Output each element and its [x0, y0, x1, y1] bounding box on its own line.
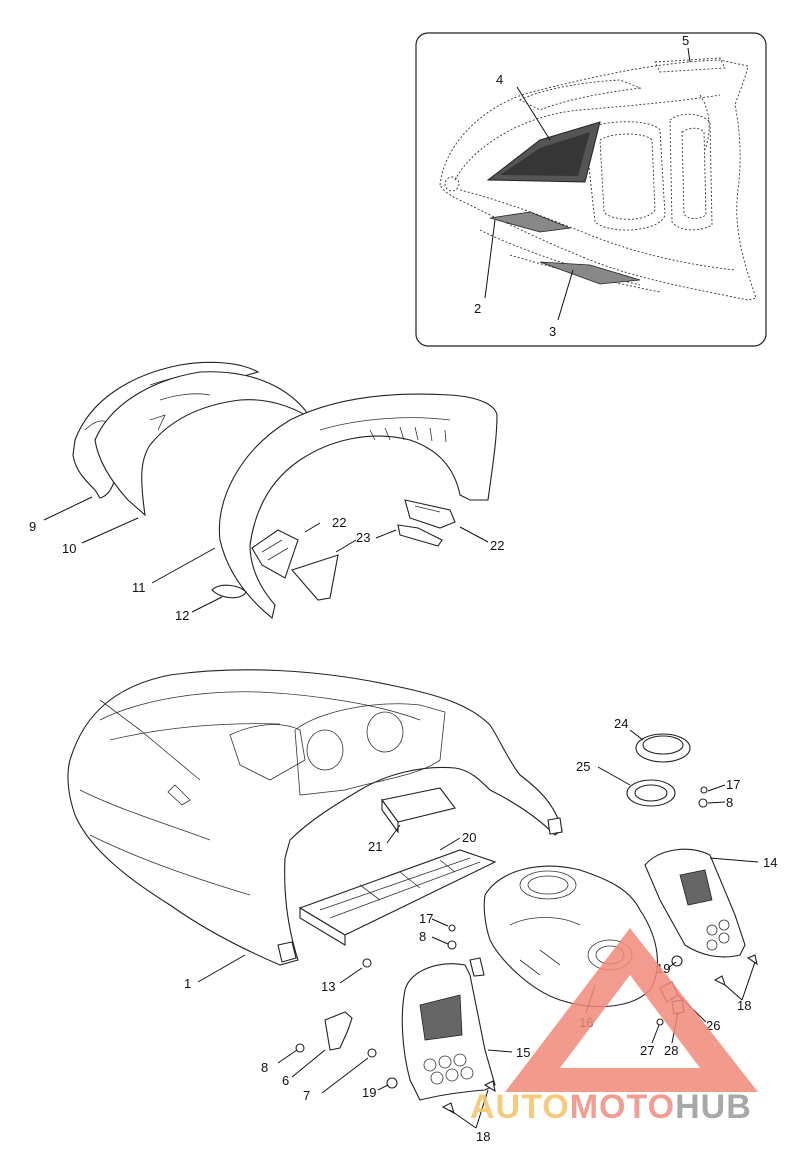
watermark-text: AUTOMOTOHUB — [470, 1088, 752, 1126]
gasket-25 — [626, 779, 676, 807]
washer-8-upper — [698, 798, 708, 808]
watermark-hub: HUB — [675, 1088, 752, 1126]
bracket-6 — [324, 1011, 353, 1051]
callout-7: 7 — [303, 1088, 310, 1103]
callout-14: 14 — [763, 855, 777, 870]
inset-frame — [415, 32, 767, 347]
callout-12: 12 — [175, 608, 189, 623]
callout-10: 10 — [62, 541, 76, 556]
side-panel-14 — [644, 848, 746, 958]
side-panel-15 — [401, 963, 496, 1101]
callout-20: 20 — [462, 830, 476, 845]
callout-6: 6 — [282, 1073, 289, 1088]
inset-hull-detail — [439, 57, 757, 301]
washer-8-bottom — [295, 1043, 305, 1053]
washer-8-mid — [447, 940, 457, 950]
fastener-13 — [362, 958, 372, 968]
callout-26: 26 — [706, 1018, 720, 1033]
part-12 — [211, 584, 247, 599]
watermark-triangle-icon — [505, 928, 758, 1092]
tray-20 — [298, 849, 497, 946]
decal-mesh-large — [486, 121, 601, 183]
callout-23: 23 — [356, 530, 370, 545]
callout-2: 2 — [474, 301, 481, 316]
clip-18-a — [713, 975, 726, 987]
callout-1: 1 — [184, 976, 191, 991]
part-21-side — [381, 798, 399, 834]
watermark-moto: MOTO — [570, 1088, 675, 1126]
callout-8-upper: 8 — [726, 795, 733, 810]
callout-27: 27 — [640, 1043, 654, 1058]
watermark-logo: AUTOMOTOHUB — [470, 928, 758, 1126]
clip-18-d — [483, 1080, 496, 1093]
leader-lines — [43, 47, 759, 1129]
decal-mesh-right — [539, 261, 641, 285]
callout-3: 3 — [549, 324, 556, 339]
clip-18-b — [746, 954, 758, 966]
washer-19-left — [386, 1077, 398, 1089]
bracket-22-right — [404, 499, 456, 529]
nut-27 — [656, 1018, 664, 1026]
callout-17-mid: 17 — [419, 911, 433, 926]
callout-22-right: 22 — [490, 538, 504, 553]
callout-25: 25 — [576, 759, 590, 774]
bracket-22-left — [251, 529, 299, 579]
screw-17-upper — [700, 786, 708, 794]
callout-15: 15 — [516, 1045, 530, 1060]
callout-21: 21 — [368, 839, 382, 854]
callout-18-right: 18 — [737, 998, 751, 1013]
callout-5: 5 — [682, 33, 689, 48]
cover-23-left — [291, 554, 339, 601]
panel-10 — [94, 371, 311, 517]
callout-4: 4 — [496, 72, 503, 87]
callout-24: 24 — [614, 716, 628, 731]
callout-8-mid: 8 — [419, 929, 426, 944]
watermark-auto: AUTO — [470, 1088, 570, 1126]
callout-11: 11 — [132, 580, 146, 595]
screw-17-mid — [448, 924, 456, 932]
callout-13: 13 — [321, 979, 335, 994]
callout-28: 28 — [664, 1043, 678, 1058]
callout-8-bottom: 8 — [261, 1060, 268, 1075]
callout-19-left: 19 — [362, 1085, 376, 1100]
ring-24 — [635, 733, 691, 763]
callout-18-bottom: 18 — [476, 1129, 490, 1144]
callout-22-left: 22 — [332, 515, 346, 530]
decal-mesh-left — [489, 211, 572, 233]
washer-7 — [367, 1048, 377, 1058]
callout-9: 9 — [29, 519, 36, 534]
hull-1 — [67, 669, 563, 966]
panel-11 — [218, 393, 498, 619]
clip-23-right — [397, 524, 443, 547]
callout-17-upper: 17 — [726, 777, 740, 792]
